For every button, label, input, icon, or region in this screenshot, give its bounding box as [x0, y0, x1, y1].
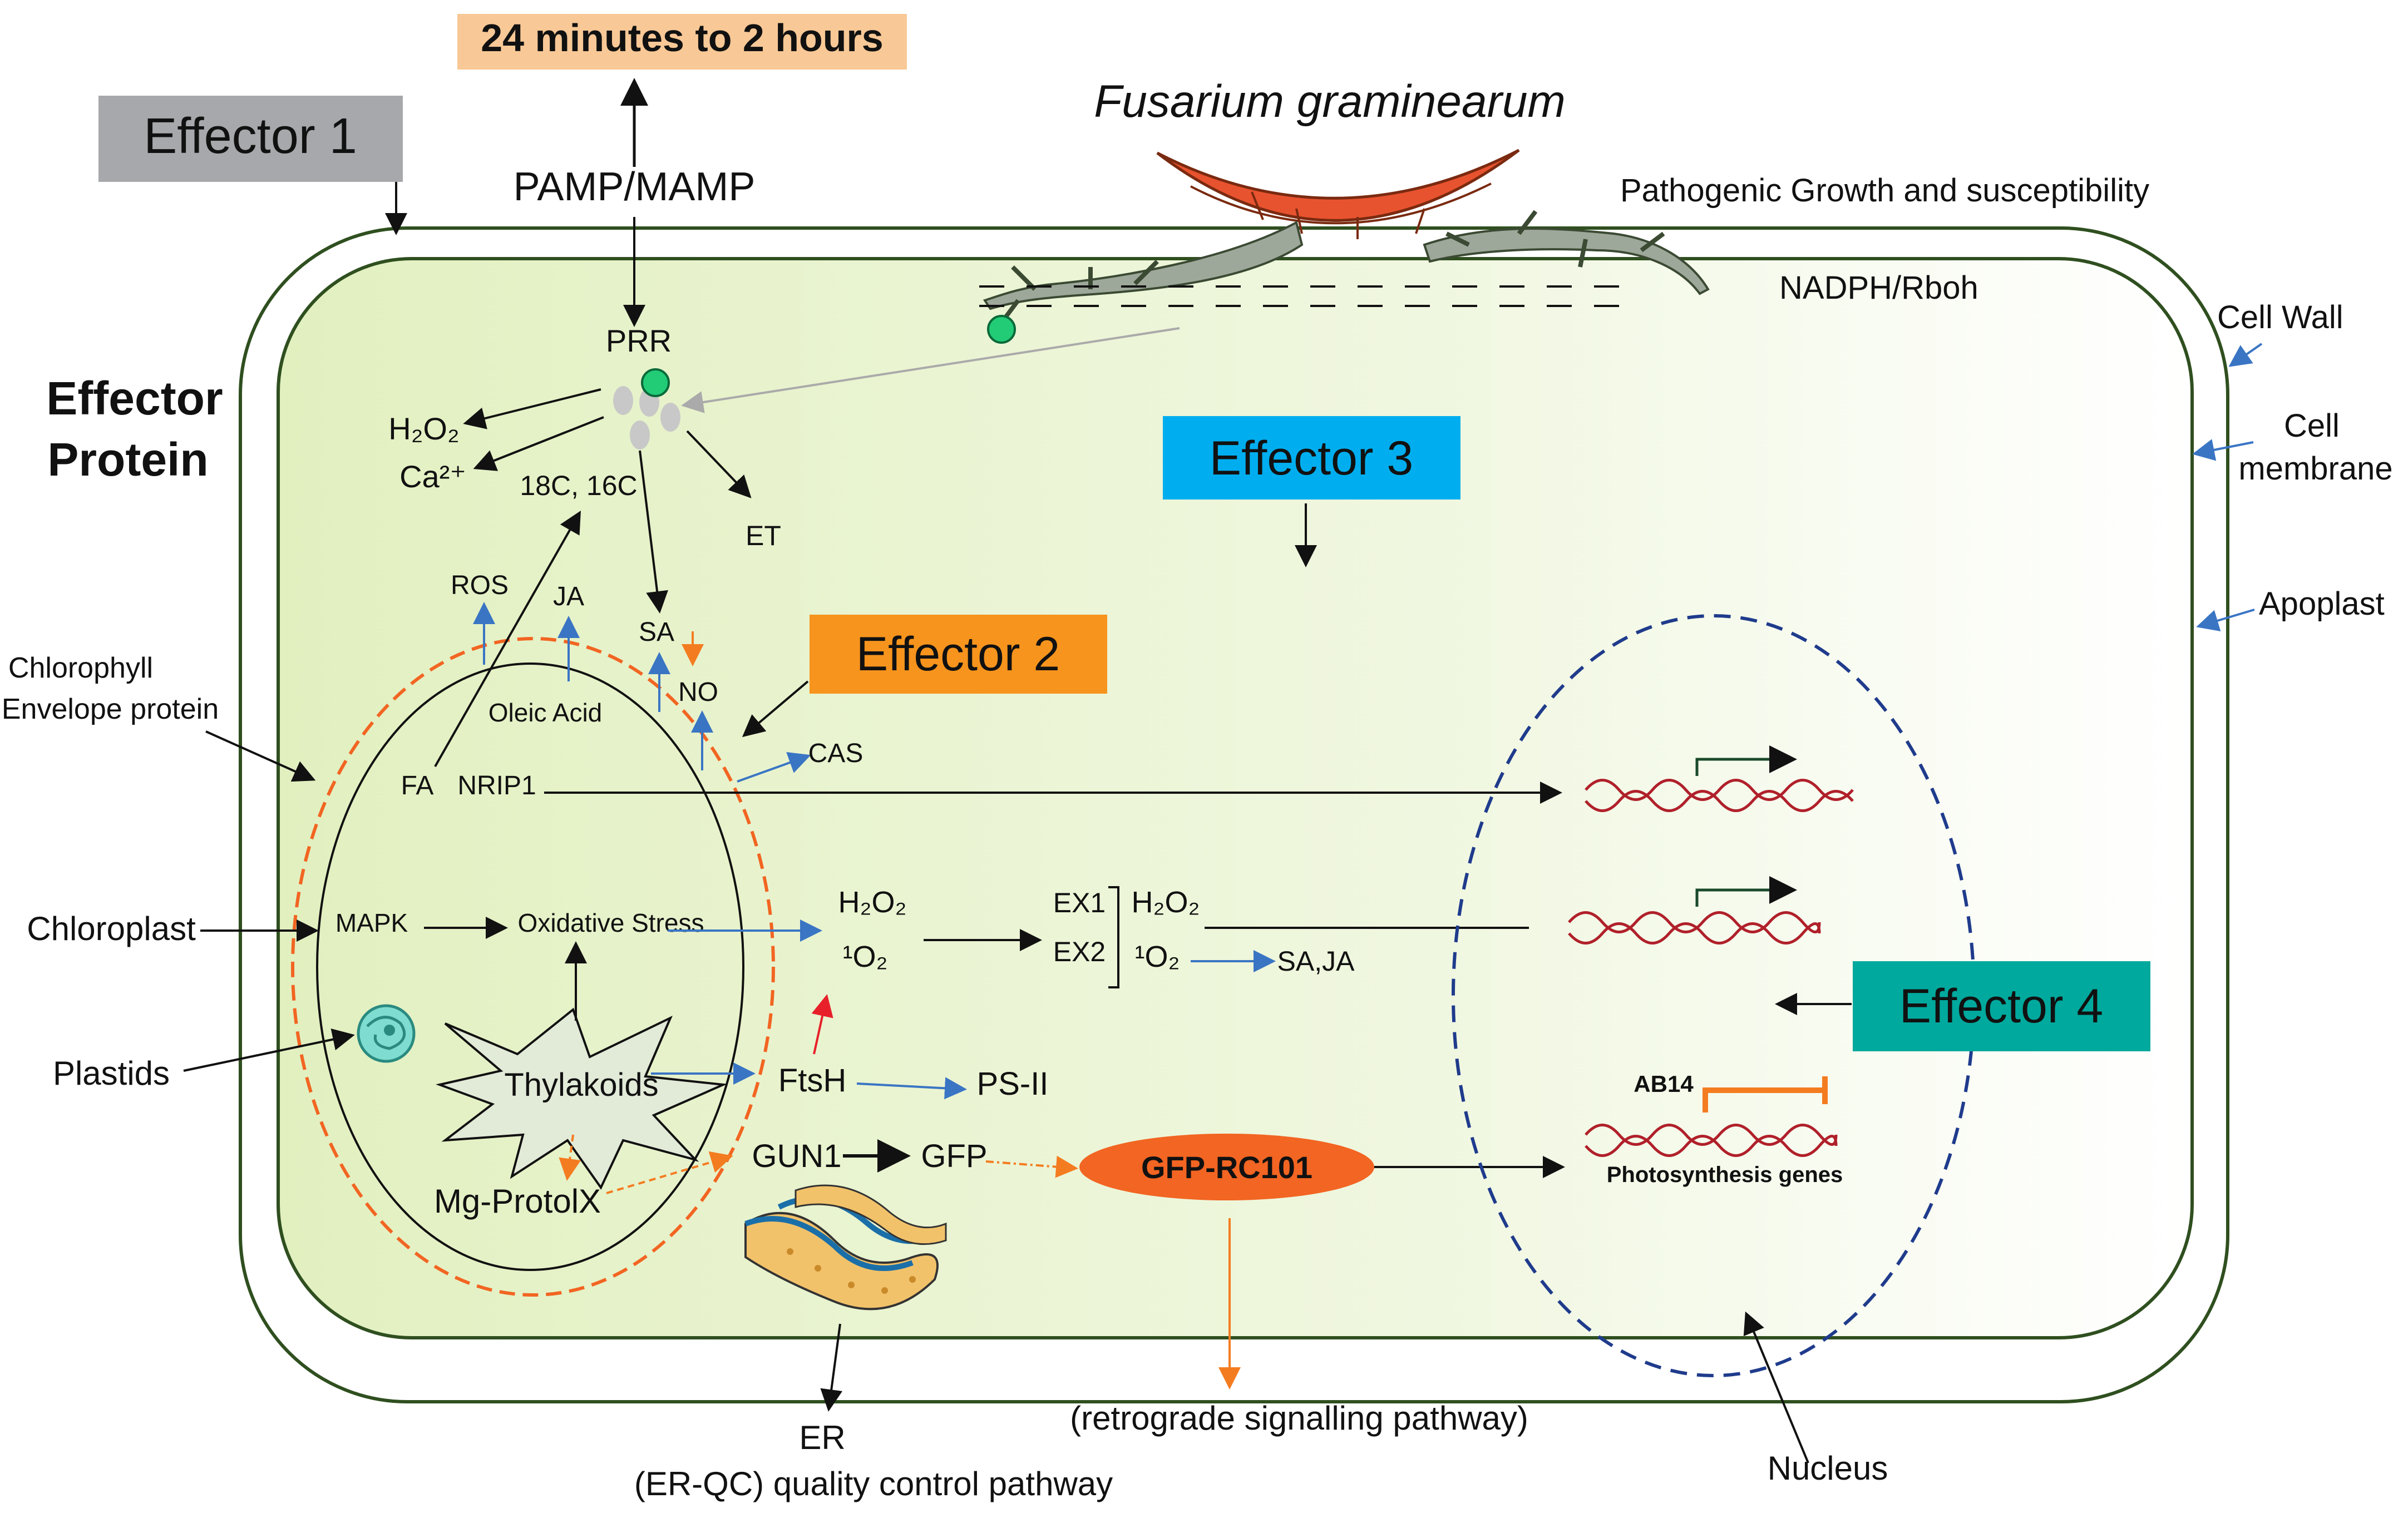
- cas-label: CAS: [808, 739, 863, 768]
- psii-label: PS-II: [977, 1066, 1049, 1102]
- effector3-box: [1163, 416, 1460, 500]
- prr-receptor: [613, 368, 680, 449]
- thylakoids-label: Thylakoids: [504, 1067, 658, 1103]
- effector4-label: Effector 4: [1899, 980, 2104, 1033]
- membrane-dashes: [979, 285, 1636, 307]
- chloroplast-label: Chloroplast: [27, 910, 196, 947]
- ex2-label: EX2: [1053, 936, 1106, 967]
- effector-protein-label-2: Protein: [47, 433, 208, 486]
- ja-label: JA: [553, 582, 584, 611]
- sa-label: SA: [639, 617, 674, 647]
- chlorophyll-label-1: Chlorophyll: [8, 652, 153, 684]
- effector-protein-label-1: Effector: [46, 372, 223, 424]
- ab14-label: AB14: [1634, 1071, 1694, 1097]
- time-box-label: 24 minutes to 2 hours: [481, 16, 883, 60]
- cell-wall-label: Cell Wall: [2217, 299, 2343, 335]
- chloroplast-inner: [316, 662, 744, 1271]
- dna-strand-1: [1585, 779, 1854, 812]
- photosynthesis-genes-label: Photosynthesis genes: [1607, 1163, 1843, 1187]
- prr-label: PRR: [606, 323, 672, 358]
- gfp-rc101-ellipse: [1079, 1134, 1374, 1200]
- er-label: ER: [799, 1419, 845, 1456]
- gun1-label: GUN1: [752, 1138, 841, 1174]
- er-illustration: [744, 1184, 947, 1311]
- effector2-label: Effector 2: [856, 627, 1060, 681]
- oxidative-stress-label: Oxidative Stress: [518, 908, 704, 937]
- ros-label: ROS: [451, 571, 509, 600]
- gfp-label: GFP: [921, 1138, 987, 1174]
- dna-strand-2: [1568, 911, 1821, 945]
- fa-label: FA: [401, 771, 434, 800]
- time-box: [457, 14, 907, 70]
- effector4-box: [1853, 961, 2150, 1051]
- cell-membrane-label-1: Cell: [2284, 408, 2340, 444]
- cell-membrane-label-2: membrane: [2238, 451, 2392, 487]
- fungus-label: Fusarium graminearum: [1094, 76, 1566, 127]
- sa-ja-label: SA,JA: [1277, 946, 1355, 977]
- singlet-o2-label: ¹O₂: [843, 940, 888, 973]
- singlet-o2-ex-label: ¹O₂: [1135, 940, 1180, 973]
- plastid-icon: [357, 1004, 416, 1063]
- plastids-label: Plastids: [53, 1055, 170, 1092]
- h2o2-ex-label: H₂O₂: [1132, 886, 1200, 919]
- er-qc-label: (ER-QC) quality control pathway: [634, 1465, 1113, 1502]
- ca-label: Ca²⁺: [399, 459, 466, 494]
- effector1-label: Effector 1: [144, 108, 357, 164]
- h2o2-top-label: H₂O₂: [388, 411, 459, 446]
- mapk-label: MAPK: [335, 908, 408, 937]
- mg-protoix-label: Mg-ProtolX: [434, 1183, 601, 1220]
- nrip1-label: NRIP1: [457, 771, 536, 800]
- nadph-label: NADPH/Rboh: [1779, 270, 1978, 306]
- et-label: ET: [746, 520, 781, 551]
- effector1-box: [98, 96, 403, 182]
- ex1-label: EX1: [1053, 887, 1106, 918]
- chloroplast-envelope: [291, 637, 775, 1297]
- pathogenic-label: Pathogenic Growth and susceptibility: [1620, 172, 2149, 209]
- oleic-label: Oleic Acid: [488, 698, 603, 727]
- nucleus-label: Nucleus: [1768, 1450, 1888, 1487]
- pamp-label: PAMP/MAMP: [514, 165, 756, 209]
- retrograde-label: (retrograde signalling pathway): [1070, 1400, 1528, 1437]
- no-label: NO: [678, 678, 718, 707]
- apoplast-label: Apoplast: [2259, 586, 2385, 622]
- fungus-illustration: [983, 149, 1710, 344]
- dna-strand-3: [1585, 1124, 1838, 1157]
- chlorophyll-label-2: Envelope protein: [2, 693, 219, 725]
- h2o2-mid-label: H₂O₂: [838, 886, 907, 919]
- effector3-label: Effector 3: [1210, 432, 1414, 485]
- c18-label: 18C, 16C: [520, 470, 637, 501]
- effector2-box: [810, 615, 1107, 694]
- gfp-rc101-label: GFP-RC101: [1141, 1150, 1312, 1185]
- thylakoids-shape: [435, 1007, 728, 1190]
- ftsh-label: FtsH: [778, 1062, 846, 1099]
